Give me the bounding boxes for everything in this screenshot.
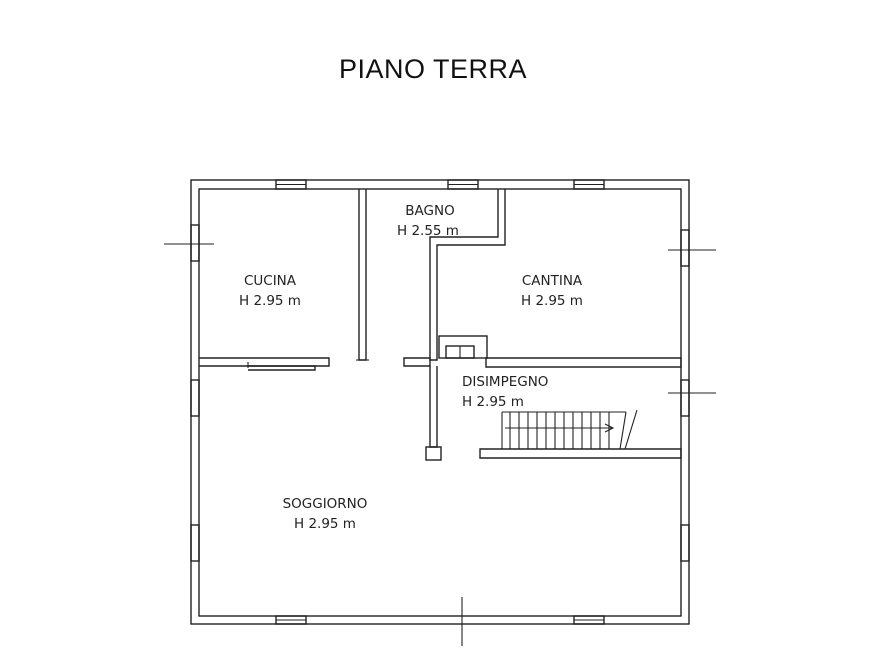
room-soggiorno-height: H 2.95 m — [294, 516, 356, 532]
outer-walls — [190, 179, 690, 625]
room-disimpegno-height: H 2.95 m — [462, 394, 524, 410]
room-cantina-name: CANTINA — [522, 273, 583, 289]
windows — [190, 179, 690, 625]
room-cucina-name: CUCINA — [244, 273, 297, 289]
room-disimpegno-name: DISIMPEGNO — [462, 374, 548, 390]
room-bagno-height: H 2.55 m — [397, 223, 459, 239]
room-soggiorno-name: SOGGIORNO — [283, 496, 368, 512]
room-cucina-height: H 2.95 m — [239, 293, 301, 309]
section-markers — [164, 243, 716, 646]
plan-title: PIANO TERRA — [338, 54, 528, 84]
room-bagno-name: BAGNO — [405, 203, 454, 219]
room-cantina-height: H 2.95 m — [521, 293, 583, 309]
interior-walls — [199, 189, 682, 461]
staircase — [501, 409, 638, 450]
